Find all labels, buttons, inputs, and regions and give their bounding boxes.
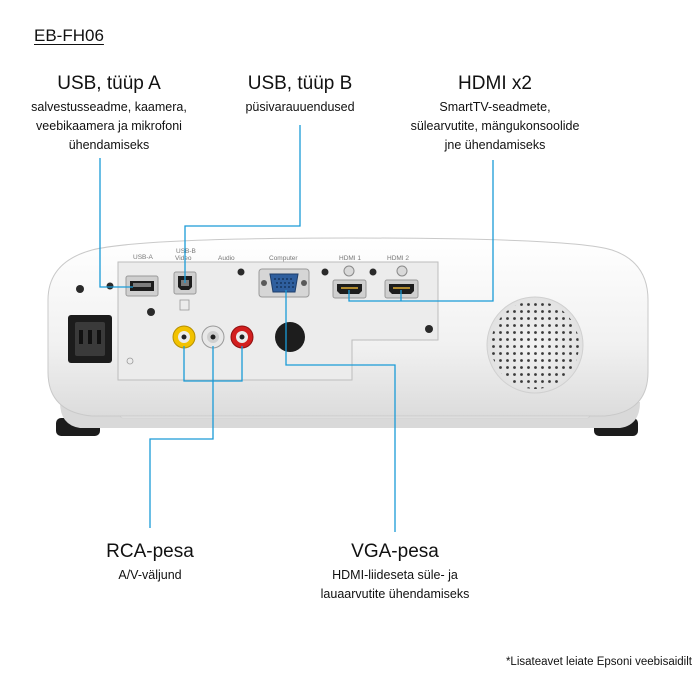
callout-title: RCA-pesa (106, 541, 194, 562)
desc-line: SmartTV-seadmete, (439, 100, 551, 114)
callout-hdmi: HDMI x2 SmartTV-seadmete, sülearvutite, … (395, 72, 595, 155)
label-computer: Computer (269, 255, 298, 262)
label-usb-a: USB-A (133, 254, 154, 261)
leader-lines (99, 125, 494, 532)
rca-red (230, 325, 254, 349)
screw (237, 268, 245, 276)
screw (425, 325, 433, 333)
callout-usb-a: USB, tüüp A salvestusseadme, kaamera, ve… (4, 72, 214, 155)
security-slot (275, 322, 305, 352)
callout-desc: salvestusseadme, kaamera, veebikaamera j… (4, 98, 214, 155)
leader-rca-down (149, 381, 214, 528)
callout-title: VGA-pesa (351, 541, 439, 562)
desc-line: püsivarauuendused (245, 100, 355, 114)
leader-usb-a (99, 158, 133, 288)
label-video: Video (175, 255, 192, 262)
callout-vga: VGA-pesa HDMI-liideseta süle- ja lauaarv… (295, 540, 495, 604)
callout-usb-b: USB, tüüp B püsivarauuendused (205, 72, 395, 117)
screws (76, 268, 433, 333)
desc-line: HDMI-liideseta süle- ja (332, 568, 458, 582)
leader-usb-b (184, 125, 301, 283)
hdmi-port-2 (384, 265, 419, 299)
power-inlet (68, 315, 134, 365)
desc-line: sülearvutite, mängukonsoolide (410, 119, 580, 133)
leader-vga (285, 290, 396, 532)
callout-title: USB, tüüp A (57, 73, 161, 94)
leader-hdmi (348, 160, 494, 302)
label-usb-b: USB-B (176, 248, 196, 255)
hdmi-port-1 (332, 265, 367, 299)
label-hdmi1: HDMI 1 (339, 255, 361, 262)
desc-line: lauaarvutite ühendamiseks (320, 587, 470, 601)
callout-desc: HDMI-liideseta süle- ja lauaarvutite ühe… (295, 566, 495, 604)
rca-yellow (172, 325, 196, 349)
callout-desc: A/V-väljund (60, 566, 240, 585)
desc-line: veebikaamera ja mikrofoni (36, 119, 182, 133)
footnote: *Lisateavet leiate Epsoni veebisaidilt (505, 656, 692, 668)
rca-jacks (172, 325, 254, 349)
screw (147, 308, 155, 316)
vga-port (258, 268, 310, 298)
callout-rca: RCA-pesa A/V-väljund (60, 540, 240, 585)
label-hdmi2: HDMI 2 (387, 255, 409, 262)
desc-line: jne ühendamiseks (444, 138, 546, 152)
desc-line: A/V-väljund (118, 568, 182, 582)
label-audio: Audio (218, 255, 235, 262)
screw (76, 285, 84, 293)
desc-line: ühendamiseks (68, 138, 150, 152)
model-name: EB-FH06 (34, 26, 104, 45)
callout-title: USB, tüüp B (247, 73, 353, 94)
usb-a-port (125, 275, 159, 297)
screw (106, 282, 114, 290)
speaker-grille (486, 296, 584, 394)
callout-desc: püsivarauuendused (205, 98, 395, 117)
callout-title: HDMI x2 (458, 73, 532, 94)
rca-white (201, 325, 225, 349)
screw (321, 268, 329, 276)
callout-desc: SmartTV-seadmete, sülearvutite, mängukon… (395, 98, 595, 155)
desc-line: salvestusseadme, kaamera, (31, 100, 187, 114)
screw (369, 268, 377, 276)
